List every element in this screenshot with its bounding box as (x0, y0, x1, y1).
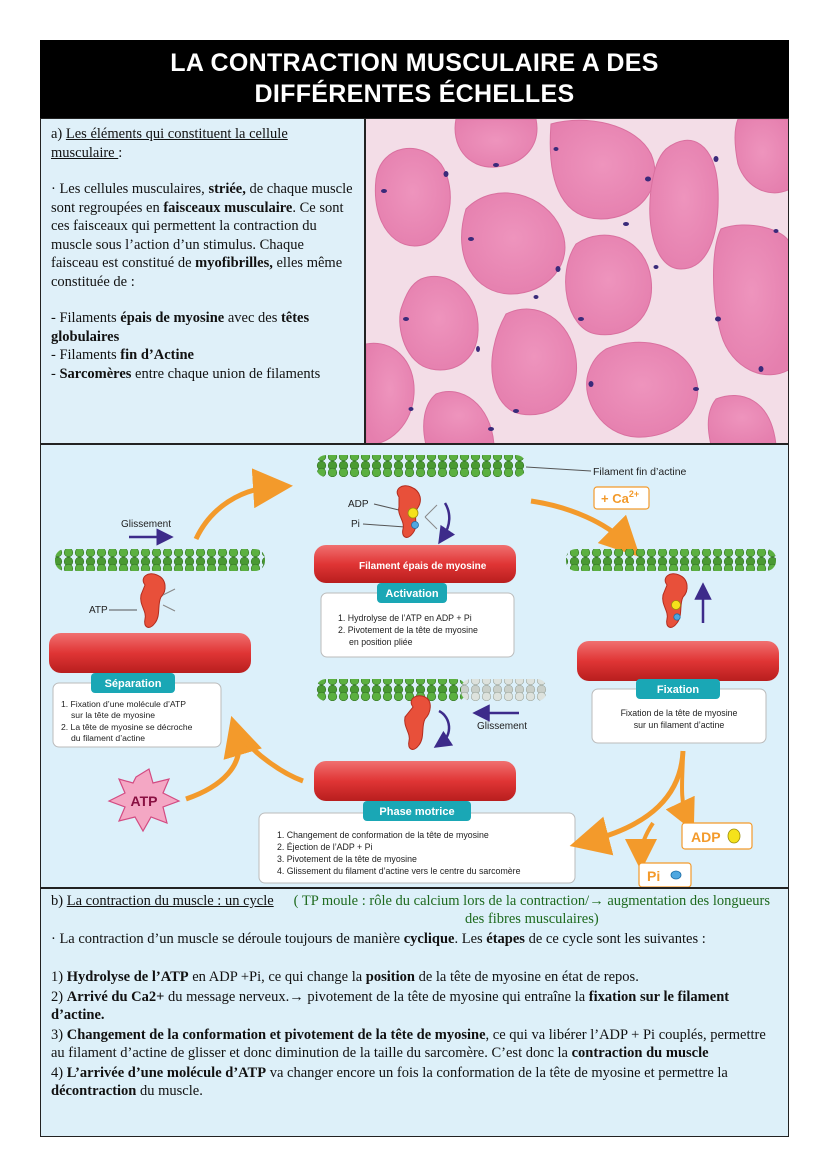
muscle-micrograph-image (365, 118, 789, 444)
svg-text:1. Changement de conformation: 1. Changement de conformation de la tête… (277, 830, 489, 840)
glissement-label-left: Glissement (121, 519, 171, 530)
fixation-tag (636, 679, 720, 699)
section-b-heading: b) La contraction du muscle : un cycle (… (51, 892, 778, 928)
list-item: - Sarcomères entre chaque union de filam… (51, 365, 321, 382)
step-1: 1) Hydrolyse de l’ATP en ADP +Pi, ce qui… (51, 969, 639, 985)
actin-filament-bottom-slid (461, 679, 547, 701)
svg-text:1. Fixation d’une molécule d’A: 1. Fixation d’une molécule d’ATP (61, 699, 186, 709)
svg-text:du filament d’actine: du filament d’actine (71, 733, 145, 743)
svg-text:2. Pivotement de la tête de my: 2. Pivotement de la tête de myosine (338, 625, 478, 635)
pi-label: Pi (351, 519, 360, 530)
actin-filament-left (55, 549, 265, 571)
atp-label: ATP (89, 605, 108, 616)
myosin-head-activation (396, 485, 456, 545)
step-3: 3) Changement de la conformation et pivo… (51, 1027, 766, 1061)
step-2: 2) Arrivé du Ca2+ du message nerveux.→ p… (51, 989, 730, 1023)
glissement-label-right: Glissement (477, 721, 527, 732)
myosin-filament-right (577, 641, 779, 681)
myosin-head-separation (140, 573, 176, 628)
page-title: LA CONTRACTION MUSCULAIRE A DES DIFFÉREN… (40, 40, 789, 118)
calcium-badge (593, 486, 650, 510)
section-b-text: b) La contraction du muscle : un cycle (… (40, 888, 789, 1137)
list-item: - Filaments épais de myosine avec des tê… (51, 310, 310, 345)
section-a-intro: · Les cellules musculaires, striée, de c… (51, 181, 353, 290)
svg-text:Phase motrice: Phase motrice (379, 806, 454, 818)
step-4: 4) L’arrivée d’une molécule d’ATP va cha… (51, 1065, 728, 1099)
cross-bridge-cycle-diagram: Filament fin d’actine + Ca2+ ADP Pi Fila… (40, 444, 789, 888)
pi-out-badge (638, 862, 692, 887)
adp-label: ADP (348, 499, 369, 510)
actin-label: Filament fin d’actine (593, 466, 687, 478)
atp-star-label: ATP (131, 793, 158, 809)
list-item: - Filaments fin d’Actine (51, 347, 194, 363)
svg-text:+ Ca2+: + Ca2+ (601, 489, 639, 506)
title-line-1: LA CONTRACTION MUSCULAIRE A DES (170, 49, 659, 77)
svg-text:ADP: ADP (691, 829, 721, 845)
svg-text:Fixation de la tête de myosine: Fixation de la tête de myosine (621, 708, 738, 718)
myosin-head-phase-motrice (404, 695, 454, 750)
section-a-heading: a) Les éléments qui constituent la cellu… (51, 126, 288, 161)
svg-text:1. Hydrolyse de l’ATP en ADP +: 1. Hydrolyse de l’ATP en ADP + Pi (338, 613, 472, 623)
svg-text:2. La tête de myosine se décro: 2. La tête de myosine se décroche (61, 722, 193, 732)
svg-text:en position pliée: en position pliée (349, 637, 413, 647)
phase-motrice-tag (363, 801, 471, 821)
actin-filament-bottom (316, 679, 466, 701)
tp-note: ( TP moule : rôle du calcium lors de la … (293, 893, 771, 927)
svg-text:Pi: Pi (647, 868, 660, 884)
separation-tag (91, 673, 175, 693)
actin-filament-right (566, 549, 776, 571)
section-b-intro: · La contraction d’un muscle se déroule … (51, 931, 706, 947)
myosin-filament-bottom (314, 761, 516, 801)
myosin-label: Filament épais de myosine (359, 561, 487, 572)
myosin-filament-left (49, 633, 251, 673)
activation-tag (377, 583, 447, 603)
svg-text:4. Glissement du filament d’ac: 4. Glissement du filament d’actine vers … (277, 866, 521, 876)
section-a-text: a) Les éléments qui constituent la cellu… (40, 118, 365, 444)
svg-text:2. Éjection de l’ADP + Pi: 2. Éjection de l’ADP + Pi (277, 842, 372, 852)
actin-filament-top (316, 455, 526, 477)
svg-text:sur un filament d’actine: sur un filament d’actine (634, 720, 725, 730)
section-a-list: - Filaments épais de myosine avec des tê… (51, 309, 354, 383)
myosin-head-fixation (662, 573, 712, 628)
atp-star-icon (107, 768, 181, 833)
myosin-filament-center (314, 545, 516, 583)
svg-text:sur la tête de myosine: sur la tête de myosine (71, 710, 155, 720)
svg-text:Fixation: Fixation (657, 684, 699, 696)
svg-text:Séparation: Séparation (105, 678, 162, 690)
svg-text:3. Pivotement de la tête de my: 3. Pivotement de la tête de myosine (277, 854, 417, 864)
title-line-2: DIFFÉRENTES ÉCHELLES (254, 80, 575, 108)
svg-text:Activation: Activation (385, 588, 438, 600)
